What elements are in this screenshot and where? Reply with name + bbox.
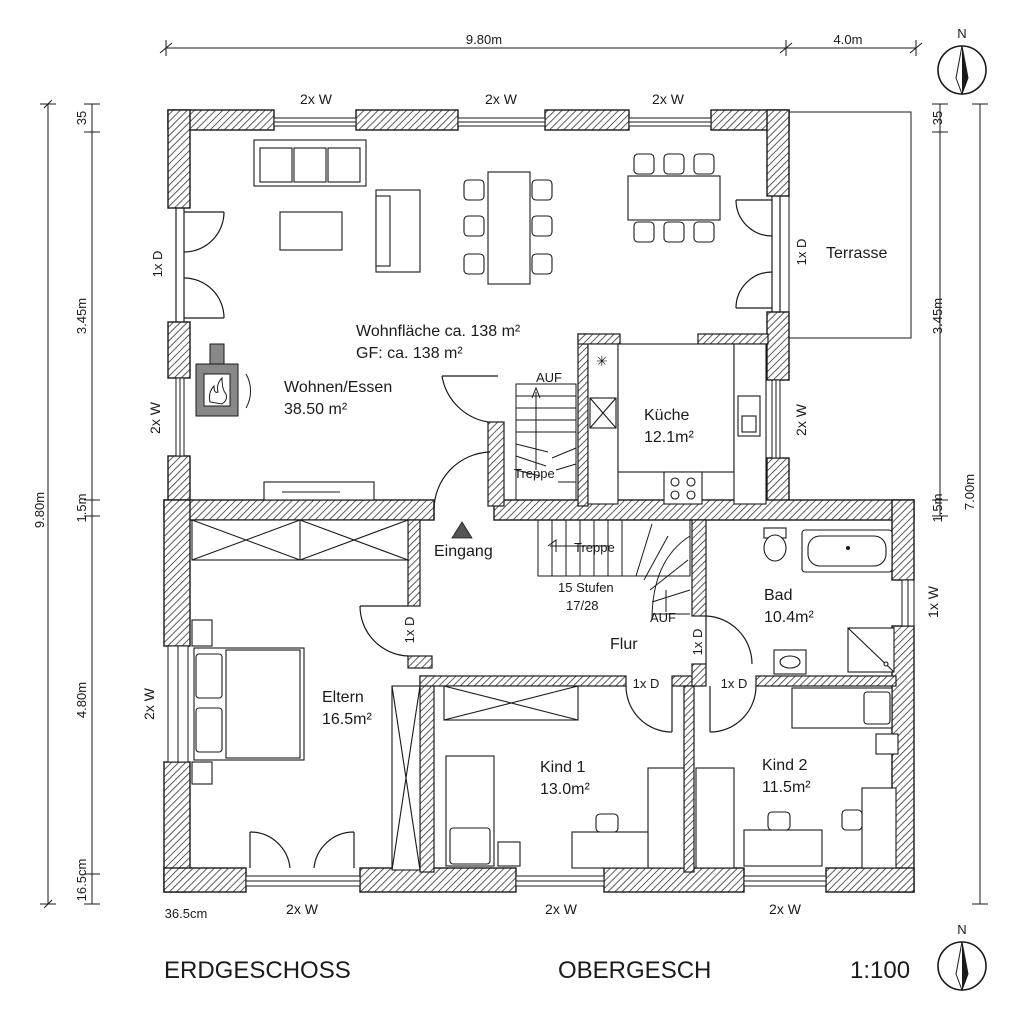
stair-lower-dir: AUF (650, 610, 676, 625)
kitchen-fixtures (587, 343, 767, 505)
stair-ratio: 17/28 (566, 598, 599, 613)
window-top-right-label: 2x W (652, 91, 685, 107)
bathroom-fixtures (763, 527, 895, 675)
window-right-kitchen-label: 2x W (793, 403, 809, 436)
window-bottom-left-label: 2x W (286, 901, 319, 917)
door-right-terrace-label: 1x D (794, 239, 809, 266)
room-child2-area: 11.5m² (762, 779, 811, 796)
room-living-name: Wohnen/Essen (284, 379, 392, 396)
door-labels: 1x D 1x D 1x D 1x D 1x D 1x D (150, 239, 809, 691)
dim-left-upper: 3.45m (74, 298, 89, 334)
title-scale: 1:100 (850, 957, 910, 984)
room-bath-name: Bad (764, 587, 792, 604)
room-child2-name: Kind 2 (762, 757, 807, 774)
furniture-living (253, 139, 721, 501)
dim-left-bottom-small: 16.5cm (74, 859, 89, 902)
window-labels: 2x W 2x W 2x W 2x W 2x W 2x W 1x W 2x W … (141, 91, 941, 917)
stair-labels: AUF Treppe Treppe 15 Stufen 17/28 AUF (514, 370, 676, 625)
dim-left-mid-small: 1.5m (74, 494, 89, 523)
compass-bottom-icon (937, 941, 987, 992)
dim-left-total: 9.80m (32, 492, 47, 528)
window-right-bath-label: 1x W (925, 585, 941, 618)
window-bottom-mid-label: 2x W (545, 901, 578, 917)
area-note-line1: Wohnfläche ca. 138 m² (356, 323, 521, 340)
fireplace-icon (195, 343, 252, 417)
terrace-area (788, 111, 912, 339)
room-living-area: 38.50 m² (284, 401, 348, 418)
room-child1-area: 13.0m² (540, 781, 590, 798)
window-left-bedroom-label: 2x W (141, 687, 157, 720)
area-note-line2: GF: ca. 138 m² (356, 345, 463, 362)
stair-upper-dir: AUF (536, 370, 562, 385)
dim-left-top-small: 35 (74, 111, 89, 125)
furniture-bedrooms (191, 519, 899, 871)
interior-walls (407, 333, 897, 873)
room-terrace-name: Terrasse (826, 245, 887, 262)
dimension-labels: 9.80m 4.0m 9.80m 3.45m 4.80m 35 1.5m 16.… (32, 32, 977, 921)
title-middle: OBERGESCH (558, 957, 711, 984)
windows (167, 117, 915, 887)
door-left-terrace-label: 1x D (150, 251, 165, 278)
stair-lower (537, 519, 691, 621)
stair-lower-label: Treppe (574, 540, 615, 555)
door-kind2-label: 1x D (721, 676, 748, 691)
room-parents-name: Eltern (322, 689, 364, 706)
dim-right-total: 7.00m (962, 474, 977, 510)
window-top-left-label: 2x W (300, 91, 333, 107)
dimension-lines (40, 40, 988, 909)
dim-right-upper: 3.45m (930, 298, 945, 334)
window-top-mid-label: 2x W (485, 91, 518, 107)
dim-right-mid-small: 1.5m (930, 494, 945, 523)
window-bottom-right-label: 2x W (769, 901, 802, 917)
room-hall-name: Flur (610, 636, 638, 653)
room-bath-area: 10.4m² (764, 609, 814, 626)
stair-upper (515, 383, 577, 501)
doors (175, 196, 781, 869)
compass-top-label: N (957, 26, 966, 41)
dim-left-lower: 4.80m (74, 682, 89, 718)
room-kitchen-area: 12.1m² (644, 429, 694, 446)
room-parents-area: 16.5m² (322, 711, 372, 728)
door-bad-label: 1x D (690, 629, 705, 656)
dim-bottom-wall: 36.5cm (165, 906, 208, 921)
room-child1-name: Kind 1 (540, 759, 585, 776)
compass-top-icon (937, 45, 987, 96)
title-left: ERDGESCHOSS (164, 957, 351, 984)
dim-right-top-small: 35 (930, 111, 945, 125)
fridge-icon: ✳ (596, 354, 608, 370)
room-kitchen-name: Küche (644, 407, 689, 424)
door-eltern-label: 1x D (402, 617, 417, 644)
entrance-marker-icon (451, 521, 473, 539)
dim-top-total: 9.80m (466, 32, 502, 47)
compass-bottom-label: N (957, 922, 966, 937)
stair-steps: 15 Stufen (558, 580, 614, 595)
title-block: ERDGESCHOSS OBERGESCH 1:100 (164, 957, 910, 984)
stair-upper-label: Treppe (514, 466, 555, 481)
door-kind1-label: 1x D (633, 676, 660, 691)
room-entrance-name: Eingang (434, 543, 493, 560)
room-labels: Wohnfläche ca. 138 m² GF: ca. 138 m² Woh… (284, 245, 887, 798)
window-left-living-label: 2x W (147, 401, 163, 434)
dim-top-terrace: 4.0m (834, 32, 863, 47)
